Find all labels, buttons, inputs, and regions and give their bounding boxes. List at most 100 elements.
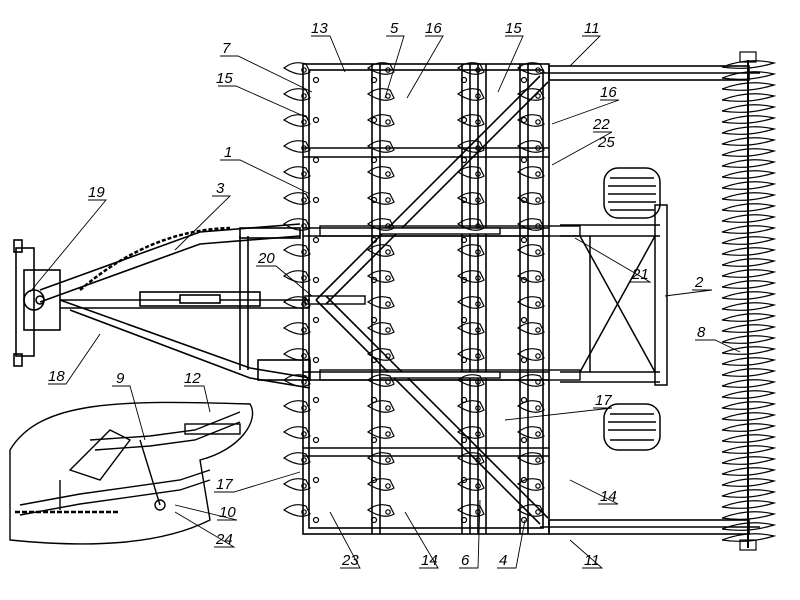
disc-blade <box>516 504 545 517</box>
hydraulic-cylinders <box>304 225 581 381</box>
roller-coil <box>721 324 777 333</box>
callout-labels: 13 5 16 15 11 7 15 16 22 25 1 19 3 20 21… <box>48 20 706 569</box>
roller-coil <box>721 467 777 476</box>
bolt <box>312 76 320 84</box>
bolt <box>312 276 320 284</box>
transport-wheels <box>560 167 668 451</box>
roller-coil <box>721 126 777 135</box>
disc-blade <box>282 244 311 257</box>
bolt <box>312 436 320 444</box>
disc-blade <box>516 374 545 387</box>
roller-coil <box>721 137 777 146</box>
roller-coil <box>721 170 777 179</box>
disc-blade <box>282 426 311 439</box>
disc-blade <box>516 478 545 491</box>
disc-blade <box>456 114 485 127</box>
disc-blade <box>366 140 395 153</box>
disc-blade <box>366 504 395 517</box>
callout-3: 3 <box>216 180 225 197</box>
disc-blade <box>456 374 485 387</box>
roller-coil <box>721 511 777 520</box>
disc-blade <box>516 452 545 465</box>
roller-coil <box>721 214 777 223</box>
disc-blade <box>366 62 395 75</box>
disc-blade <box>516 426 545 439</box>
disc-blade <box>516 244 545 257</box>
bolt <box>312 116 320 124</box>
bolt <box>460 236 468 244</box>
roller-coil <box>721 203 777 212</box>
callout-12: 12 <box>184 370 201 387</box>
disc-blade <box>366 296 395 309</box>
bolt <box>460 356 468 364</box>
disc-blade <box>516 296 545 309</box>
bolt <box>370 276 378 284</box>
bolt <box>460 316 468 324</box>
bolt <box>520 156 528 164</box>
disc-blade <box>366 218 395 231</box>
callout-15-top: 15 <box>505 20 522 37</box>
roller-coil <box>721 269 777 278</box>
bolt <box>370 156 378 164</box>
roller-coil <box>721 71 777 80</box>
roller-coil <box>721 434 777 443</box>
disc-blade <box>282 400 311 413</box>
disc-blade <box>456 296 485 309</box>
bolt <box>370 516 378 524</box>
roller-coil <box>721 489 777 498</box>
roller-coil <box>721 225 777 234</box>
disc-blade <box>282 114 311 127</box>
disc-blade <box>516 322 545 335</box>
disc-blade <box>516 114 545 127</box>
bolt <box>312 396 320 404</box>
bolt <box>460 156 468 164</box>
roller-coil <box>721 247 777 256</box>
bolt <box>460 196 468 204</box>
callout-1: 1 <box>224 144 232 161</box>
leader-lines <box>29 35 741 569</box>
disc-blade <box>456 452 485 465</box>
callout-10: 10 <box>219 504 236 521</box>
callout-13: 13 <box>311 20 328 37</box>
bolt <box>370 116 378 124</box>
callout-7: 7 <box>222 40 231 57</box>
callout-2: 2 <box>694 274 704 291</box>
disc-blade <box>456 322 485 335</box>
roller-coil <box>721 302 777 311</box>
callout-5: 5 <box>390 20 399 37</box>
bolt <box>312 196 320 204</box>
callout-19: 19 <box>88 184 105 201</box>
disc-blade <box>516 88 545 101</box>
disc-blade <box>282 166 311 179</box>
disc-blade <box>516 192 545 205</box>
roller-coil <box>721 60 777 69</box>
callout-15-left: 15 <box>216 70 233 87</box>
roller-coil <box>721 258 777 267</box>
disc-blade <box>456 426 485 439</box>
roller-coil <box>721 291 777 300</box>
bolt <box>370 236 378 244</box>
disc-blade <box>366 192 395 205</box>
disc-blade <box>516 270 545 283</box>
bolt <box>460 516 468 524</box>
callout-9: 9 <box>116 370 125 387</box>
disc-blade <box>456 166 485 179</box>
roller-coil <box>721 412 777 421</box>
callout-4: 4 <box>499 552 507 569</box>
disc-blade <box>282 452 311 465</box>
disc-blade <box>456 348 485 361</box>
disc-blade <box>456 62 485 75</box>
callout-14-bottom: 14 <box>421 552 438 569</box>
roller-coil <box>721 522 777 531</box>
disc-blade <box>366 348 395 361</box>
roller-coil <box>721 192 777 201</box>
disc-blade <box>282 348 311 361</box>
roller-coil <box>721 401 777 410</box>
callout-6: 6 <box>461 552 470 569</box>
bolt <box>520 76 528 84</box>
disc-blade <box>366 244 395 257</box>
roller-coil <box>721 82 777 91</box>
bolt <box>312 356 320 364</box>
disc-blade <box>456 478 485 491</box>
